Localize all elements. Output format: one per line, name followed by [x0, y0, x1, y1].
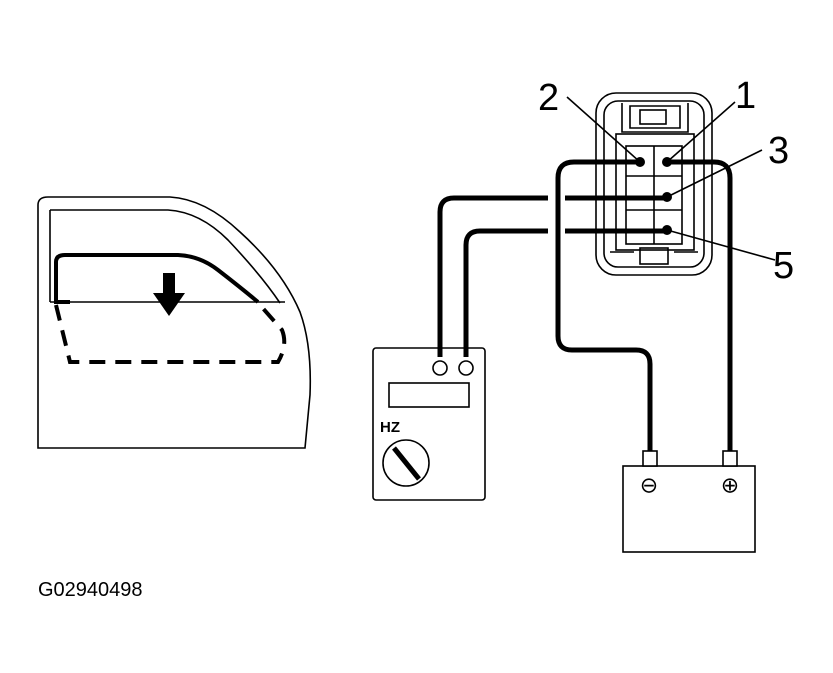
dial-icon	[382, 439, 430, 487]
meter-display	[388, 382, 470, 408]
pin-label-2: 2	[538, 77, 559, 119]
battery-negative-sign: ⊖	[640, 473, 658, 498]
pin-label-5: 5	[773, 245, 794, 287]
battery: ⊖ ⊕	[622, 450, 756, 553]
frequency-meter: HZ	[372, 347, 486, 501]
battery-positive-post	[722, 450, 738, 467]
figure-id: G02940498	[38, 579, 143, 601]
window-glass-lowered	[54, 303, 287, 364]
arrow-down-icon	[153, 273, 185, 316]
window-glass	[54, 253, 260, 304]
battery-positive-sign: ⊕	[721, 473, 739, 498]
meter-label: HZ	[380, 419, 400, 436]
pin-label-1: 1	[735, 75, 756, 117]
meter-terminal-1	[432, 360, 448, 376]
pin-label-3: 3	[768, 130, 789, 172]
door	[37, 196, 312, 449]
meter-terminal-2	[458, 360, 474, 376]
battery-negative-post	[642, 450, 658, 467]
wires	[437, 159, 733, 452]
